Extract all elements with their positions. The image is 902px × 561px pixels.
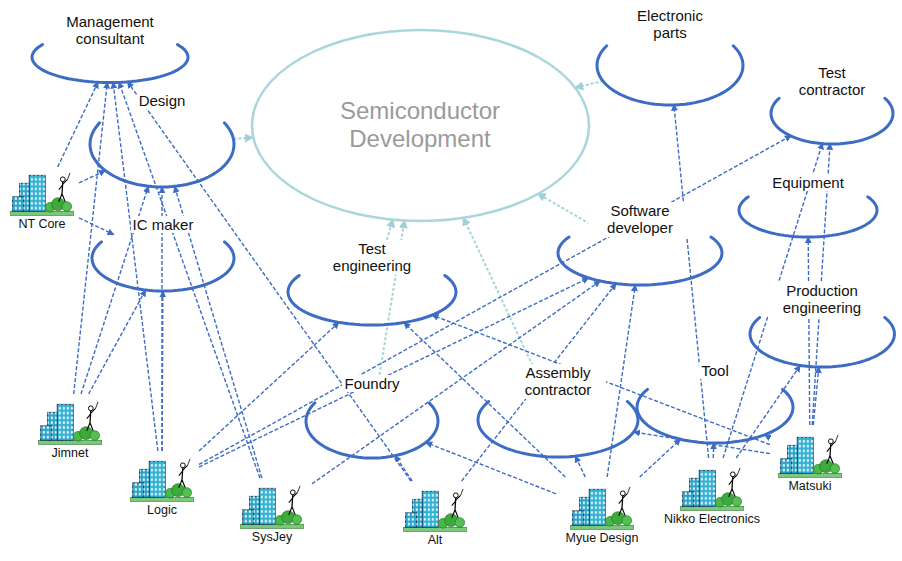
relation-arrow [640,439,681,477]
category-label: Test engineering [320,240,424,275]
relation-arrow [575,456,585,477]
category-ring-arc [92,242,234,291]
company-building-icon [130,459,194,501]
category-ring: Test engineering [286,238,458,328]
category-ring-arc [597,45,743,104]
relation-arrow [79,171,105,183]
company-building-icon [680,467,744,512]
contribution-arrow [233,137,253,138]
category-ring: Tool [635,360,795,446]
company-name: Matsuki [786,479,833,493]
category-ring-arc [478,401,638,457]
relation-arrow [404,323,565,477]
company-node: Matsuki [770,425,850,495]
company-name: Alt [426,533,445,547]
company-building-icon [570,486,634,531]
category-label: Foundry [342,375,401,392]
category-ring-arc [771,98,893,144]
category-ring-arc [739,197,877,237]
company-name: Nikko Electronics [662,512,762,526]
company-node: Alt [398,481,472,549]
company-building-icon [570,487,634,529]
company-node: NT Core [5,167,79,233]
relation-arrow [89,290,146,394]
company-node: Logic [125,451,199,519]
relation-arrow [432,315,770,445]
company-building-icon [38,401,102,446]
company-name: Myue Design [564,531,641,545]
company-name: Logic [145,503,179,517]
company-building-icon [240,485,304,530]
category-ring-arc [558,237,722,285]
company-building-icon [130,458,194,503]
category-ring: Foundry [304,373,440,461]
relation-arrow [426,442,556,493]
category-label: Management consultant [52,13,168,48]
category-label: Design [137,92,188,109]
relation-arrow [199,322,339,451]
category-ring: Assembly contractor [476,362,640,460]
contribution-arrow [575,81,603,88]
relation-arrow [813,367,819,425]
category-ring: IC maker [90,214,236,294]
contribution-arrow [538,193,595,226]
company-building-icon [778,435,842,477]
category-ring-arc [32,44,188,82]
category-ring: Test contractor [769,62,895,147]
category-ring: Software developer [556,200,724,288]
company-building-icon [10,173,74,215]
contribution-arrow [463,217,541,384]
company-building-icon [680,468,744,510]
category-label: Equipment [770,174,846,191]
company-node: SysJey [232,478,312,546]
category-ring-arc [750,317,894,367]
category-label: Software developer [588,202,692,237]
category-label: Electronic parts [622,7,718,42]
core-ellipse: Semiconductor Development [250,28,591,223]
company-node: Jimnet [30,394,110,462]
relation-arrow [79,218,114,235]
company-node: Myue Design [556,477,648,547]
category-label: Tool [699,362,731,379]
company-name: NT Core [16,217,67,231]
category-ring-arc [306,403,438,458]
category-label: Production engineering [764,282,880,317]
company-building-icon [240,486,304,528]
company-name: Jimnet [50,446,91,460]
company-building-icon [10,172,74,217]
category-ring-arc [288,275,456,325]
category-label: IC maker [131,216,196,233]
company-building-icon [403,488,467,533]
category-ring: Electronic parts [595,5,745,108]
category-ring-arc [637,389,793,443]
relation-arrow [808,237,810,425]
core-ellipse-outline [252,30,589,221]
relation-arrow [161,291,163,451]
category-ring: Management consultant [30,11,190,86]
core-title: Semiconductor Development [313,97,527,152]
category-ring: Equipment [737,172,879,240]
category-ring-arc [90,123,234,187]
category-label: Assembly contractor [510,364,606,399]
company-node: Nikko Electronics [654,458,770,528]
relation-arrow [74,82,108,394]
category-ring: Production engineering [748,280,896,370]
relation-arrow [113,82,158,451]
category-label: Test contractor [784,64,880,99]
company-building-icon [778,434,842,479]
relation-arrow [395,456,412,481]
category-ring: Design [88,90,236,190]
relation-arrow [119,82,260,478]
company-building-icon [38,402,102,444]
company-building-icon [403,489,467,531]
company-name: SysJey [250,530,294,544]
